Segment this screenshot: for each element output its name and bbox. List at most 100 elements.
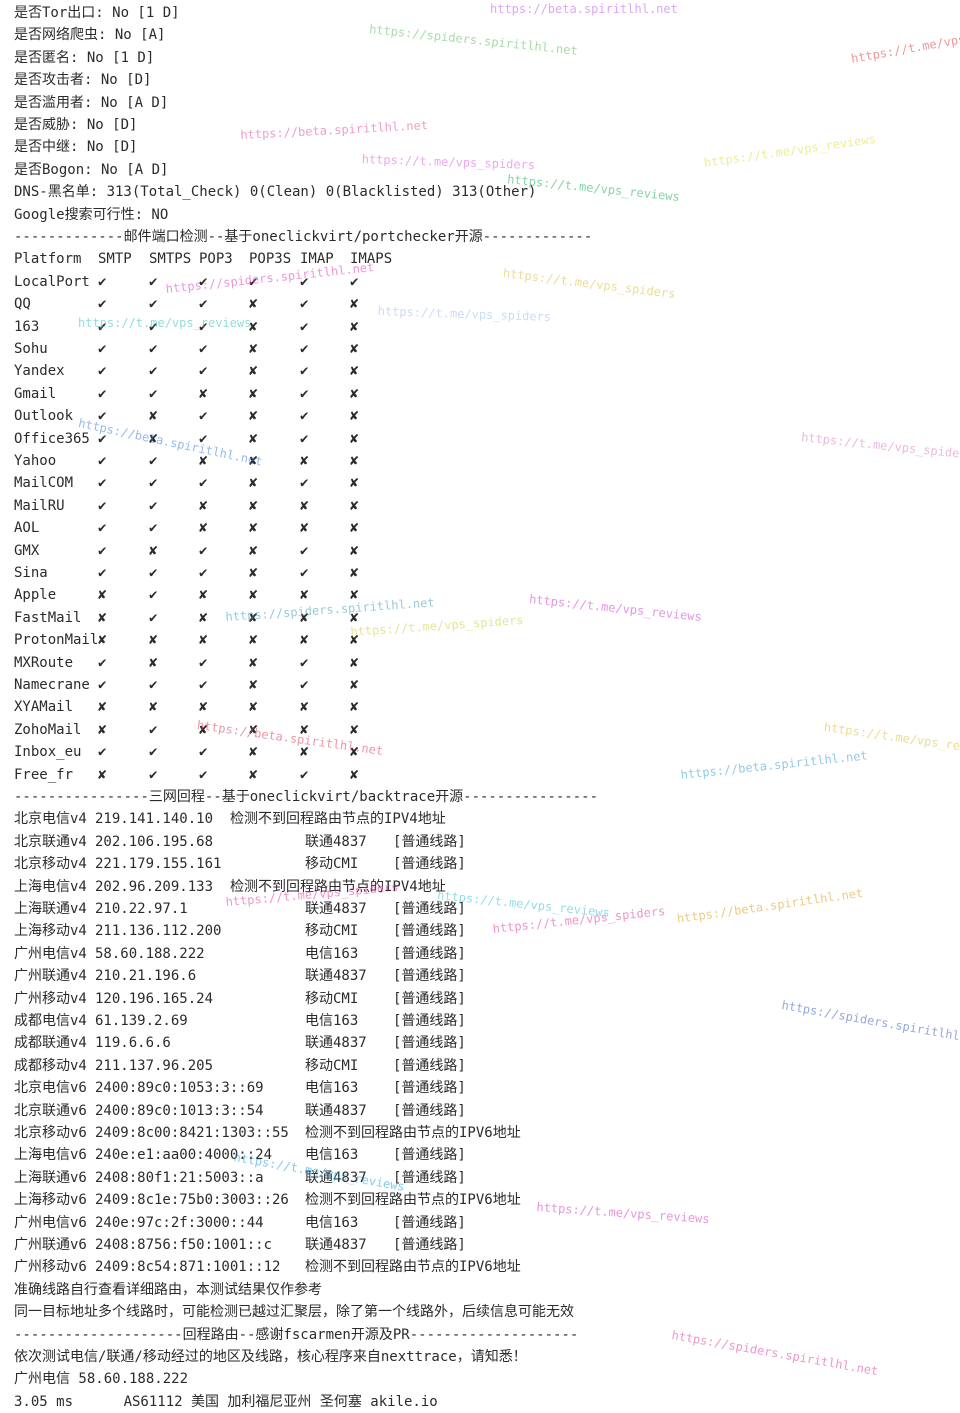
info-line: 是否滥用者: No [A D]: [14, 94, 169, 111]
port-status: ✔: [98, 341, 107, 357]
route-line-type: [普通线路]: [393, 945, 466, 962]
port-status: ✘: [300, 699, 309, 716]
port-status: ✔: [199, 273, 208, 290]
route-line-type: [普通线路]: [393, 1237, 466, 1253]
port-status: ✘: [98, 699, 107, 716]
route-target: 上海联通v6: [14, 1169, 87, 1186]
watermark-text: https://t.me/vps_spiders: [800, 430, 960, 463]
watermark-text: https://t.me/vps_reviews: [823, 720, 960, 758]
port-status: ✘: [249, 453, 258, 469]
platform-name: MXRoute: [14, 654, 74, 671]
port-status: ✘: [249, 654, 258, 671]
port-status: ✘: [350, 497, 359, 514]
port-status: ✔: [98, 430, 107, 447]
platform-name: MailCOM: [14, 475, 74, 492]
port-status: ✔: [350, 273, 359, 290]
route-target: 广州移动v4: [14, 990, 87, 1007]
port-status: ✔: [149, 475, 158, 492]
port-status: ✘: [350, 609, 359, 626]
route-line-type: [普通线路]: [393, 1013, 466, 1029]
route-result: 检测不到回程路由节点的IPV6地址: [305, 1192, 521, 1209]
port-status: ✔: [98, 363, 107, 380]
watermark-text: https://beta.spiritlhl.net: [490, 2, 678, 16]
mail-section-title: -------------邮件端口检测--基于oneclickvirt/port…: [14, 229, 593, 245]
route-line-type: [普通线路]: [393, 1035, 466, 1052]
port-status: ✔: [149, 520, 158, 537]
port-status: ✘: [350, 408, 359, 425]
port-status: ✘: [300, 609, 309, 626]
port-status: ✔: [149, 677, 158, 693]
port-status: ✔: [300, 273, 309, 290]
route-target: 北京联通v4: [14, 833, 87, 850]
port-status: ✘: [350, 318, 359, 335]
port-status: ✔: [98, 475, 107, 492]
port-status: ✔: [300, 341, 309, 357]
route-result: 检测不到回程路由节点的IPV4地址: [230, 811, 446, 828]
port-status: ✘: [350, 654, 359, 671]
route-ip: 211.136.112.200: [95, 923, 222, 940]
route-result: 电信163: [305, 1147, 359, 1164]
platform-name: Yahoo: [14, 453, 57, 469]
port-status: ✔: [199, 430, 208, 447]
port-status: ✘: [98, 609, 107, 626]
port-status: ✔: [98, 385, 107, 402]
route-ip: 211.137.96.205: [95, 1057, 214, 1074]
route-ip: 120.196.165.24: [95, 990, 214, 1007]
route-result: 联通4837: [305, 1102, 367, 1119]
port-status: ✘: [249, 565, 258, 581]
watermark-text: https://t.me/vps_reviews: [536, 1200, 710, 1227]
route-line: 广州电信 58.60.188.222: [14, 1371, 189, 1388]
port-status: ✘: [199, 385, 208, 402]
port-status: ✘: [199, 497, 208, 514]
port-status: ✔: [300, 408, 309, 425]
port-status: ✘: [249, 699, 258, 716]
port-status: ✘: [199, 699, 208, 716]
port-status: ✘: [300, 632, 309, 649]
port-status: ✔: [300, 385, 309, 402]
port-status: ✘: [350, 475, 359, 492]
port-status: ✘: [199, 520, 208, 537]
route-ip: 202.106.195.68: [95, 833, 214, 850]
mail-table-header-cell: POP3: [199, 251, 233, 268]
route-line-type: [普通线路]: [393, 1169, 466, 1186]
port-status: ✘: [350, 677, 359, 693]
info-line: Google搜索可行性: NO: [14, 206, 169, 223]
route-result: 检测不到回程路由节点的IPV4地址: [230, 878, 446, 895]
platform-name: ZohoMail: [14, 721, 82, 738]
watermark-text: https://beta.spiritlhl.net: [680, 748, 869, 782]
info-line: 是否匿名: No [1 D]: [14, 49, 155, 66]
port-status: ✘: [98, 632, 107, 649]
port-status: ✘: [300, 744, 309, 761]
port-status: ✘: [300, 453, 309, 469]
port-status: ✘: [249, 363, 258, 380]
route-target: 北京移动v6: [14, 1125, 87, 1141]
platform-name: Sohu: [14, 341, 48, 357]
port-status: ✔: [300, 363, 309, 380]
info-line: 是否Tor出口: No [1 D]: [14, 5, 180, 21]
mail-table-header-cell: IMAPS: [350, 251, 393, 268]
platform-name: AOL: [14, 520, 40, 537]
route-result: 电信163: [305, 1214, 359, 1231]
route-line-type: [普通线路]: [393, 1214, 466, 1231]
port-status: ✔: [300, 542, 309, 559]
route-ip: 119.6.6.6: [95, 1035, 171, 1052]
platform-name: Office365: [14, 430, 90, 447]
route-section-title: --------------------回程路由--感谢fscarmen开源及P…: [14, 1326, 579, 1343]
port-status: ✘: [249, 766, 258, 783]
watermark-text: https://spiders.spiritlhl.net: [368, 22, 579, 58]
info-line: 是否攻击者: No [D]: [14, 72, 152, 89]
platform-name: XYAMail: [14, 699, 74, 716]
port-status: ✔: [149, 273, 158, 290]
route-result: 移动CMI: [305, 856, 359, 873]
route-result: 联通4837: [305, 1035, 367, 1052]
watermark-text: https://t.me/vps_spiders: [361, 152, 536, 173]
port-status: ✔: [149, 587, 158, 604]
route-result: 移动CMI: [305, 1057, 359, 1074]
route-target: 广州电信v4: [14, 945, 87, 962]
port-status: ✘: [300, 587, 309, 604]
port-status: ✔: [199, 296, 208, 313]
route-ip: 2409:8c00:8421:1303::55: [95, 1125, 289, 1141]
port-status: ✔: [149, 766, 158, 783]
port-status: ✘: [350, 699, 359, 716]
port-status: ✘: [300, 520, 309, 537]
